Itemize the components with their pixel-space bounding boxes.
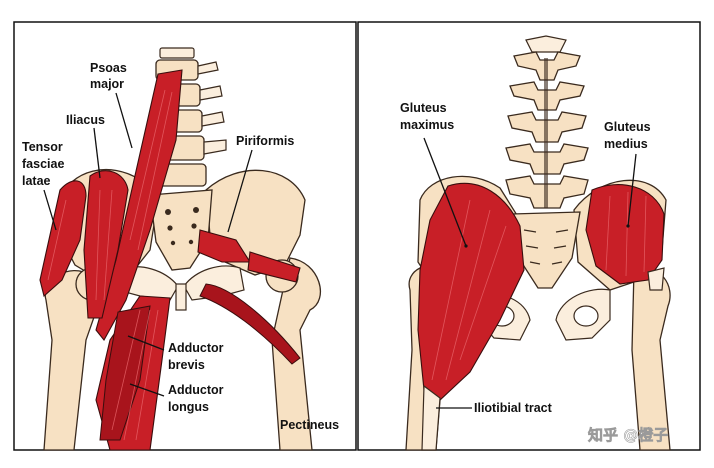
- watermark: 知乎 @橙子: [588, 426, 668, 444]
- muscle-psoas-major: [95, 69, 183, 341]
- muscle-tensor-fasciae-latae: [39, 180, 87, 298]
- muscle-gluteus-maximus: [417, 182, 525, 401]
- muscle-piriformis: [197, 229, 252, 263]
- muscle-pectineus: [199, 251, 301, 365]
- label-adductor-longus: Adductor longus: [168, 383, 227, 414]
- lumbar-spine-back: [505, 35, 589, 209]
- label-iliacus: Iliacus: [66, 113, 105, 127]
- label-adductor-brevis: Adductor brevis: [168, 341, 227, 372]
- label-gluteus-maximus: Gluteus maximus: [400, 101, 454, 132]
- muscle-gluteus-medius: [585, 184, 665, 291]
- iliotibial-tract: [421, 384, 441, 451]
- label-gluteus-medius: Gluteus medius: [604, 120, 654, 151]
- label-piriformis: Piriformis: [236, 134, 294, 148]
- left-leader-lines: [43, 92, 253, 397]
- right-panel: Gluteus maximus Gluteus medius Iliotibia…: [357, 21, 701, 451]
- label-tensor-fasciae-latae: Tensor fasciae latae: [22, 140, 68, 188]
- sacral-foramina: [165, 207, 199, 246]
- label-iliotibial-tract: Iliotibial tract: [474, 401, 553, 415]
- left-panel-frame: [13, 21, 357, 451]
- label-pectineus: Pectineus: [280, 418, 339, 432]
- left-panel: Psoas major Iliacus Tensor fasciae latae…: [13, 21, 357, 451]
- right-panel-frame: [357, 21, 701, 451]
- right-leader-lines: [423, 137, 637, 409]
- label-psoas-major: Psoas major: [90, 61, 130, 91]
